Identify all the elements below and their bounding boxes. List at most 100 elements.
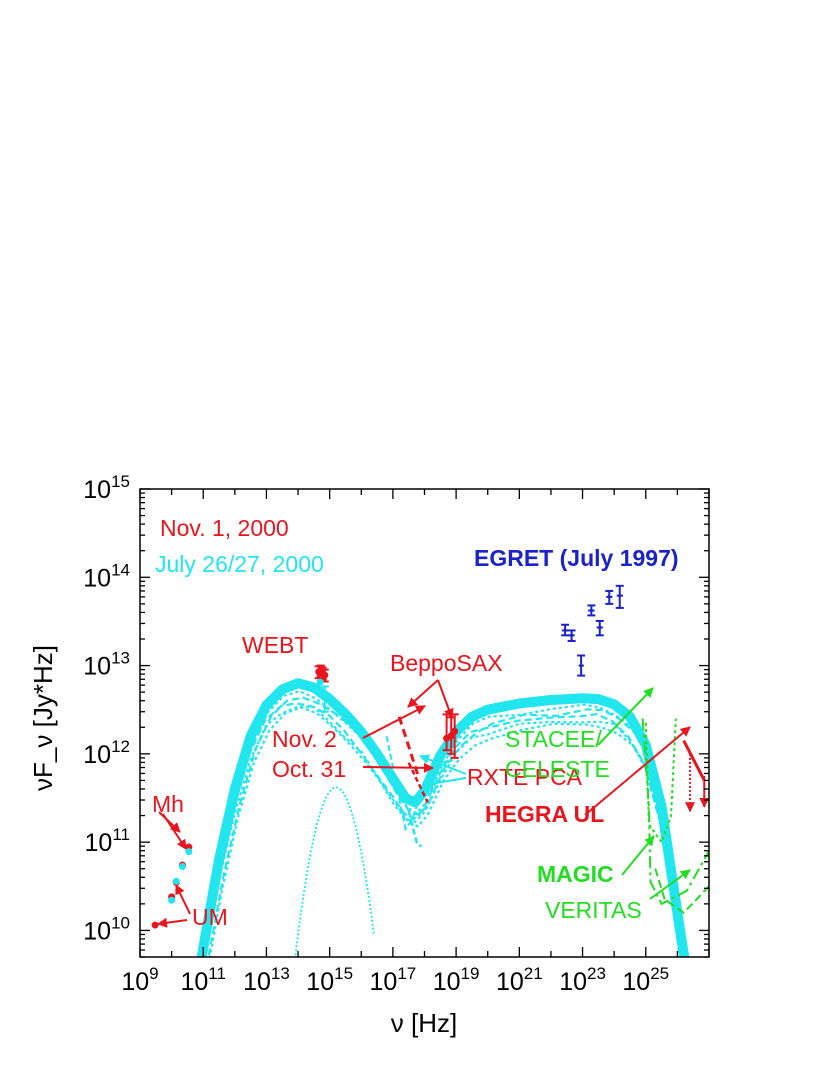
annotation-arrow xyxy=(597,687,654,746)
y-tick-exponent: 15 xyxy=(111,472,130,491)
point-marker xyxy=(168,896,176,904)
rxte-july-segment xyxy=(407,810,423,848)
annotation-arrow xyxy=(423,777,467,789)
x-tick-label: 1023 xyxy=(559,964,606,996)
point-marker xyxy=(185,848,193,856)
y-tick-label: 1015 xyxy=(83,472,130,504)
x-tick-exponent: 9 xyxy=(149,964,158,983)
data-point xyxy=(316,678,324,686)
label-nov2: Nov. 2 xyxy=(272,726,337,752)
label-oct31: Oct. 31 xyxy=(272,756,346,782)
x-tick-exponent: 19 xyxy=(461,964,480,983)
data-point xyxy=(561,623,570,637)
legend-nov1: Nov. 1, 2000 xyxy=(160,515,289,541)
point-marker xyxy=(589,609,593,613)
data-point xyxy=(168,896,176,904)
y-tick-exponent: 12 xyxy=(111,737,130,756)
y-tick-base: 10 xyxy=(83,476,111,504)
x-tick-label: 1019 xyxy=(433,964,480,996)
x-tick-exponent: 25 xyxy=(650,964,669,983)
annotation-arrow xyxy=(175,884,191,915)
annotation-arrow xyxy=(621,835,655,876)
point-marker xyxy=(151,921,159,929)
label-rxte: RXTE PCA xyxy=(467,764,583,790)
data-point xyxy=(178,862,186,870)
x-tick-exponent: 15 xyxy=(334,964,353,983)
x-tick-label: 109 xyxy=(121,964,158,996)
label-hegra: HEGRA UL xyxy=(485,801,604,827)
data-point xyxy=(320,685,329,713)
y-tick-exponent: 11 xyxy=(112,825,130,844)
y-tick-exponent: 14 xyxy=(111,560,130,579)
label-stacee-1: STACEE/ xyxy=(505,726,602,752)
point-marker xyxy=(563,628,567,632)
data-point xyxy=(587,604,596,617)
label-magic: MAGIC xyxy=(537,861,614,887)
veritas-curve xyxy=(654,868,709,915)
annotation-arrow xyxy=(407,679,439,708)
point-marker xyxy=(570,633,574,637)
y-tick-exponent: 13 xyxy=(111,649,130,668)
magic-curve xyxy=(641,718,709,906)
x-tick-exponent: 23 xyxy=(587,964,606,983)
data-point xyxy=(577,654,586,677)
label-beppo: BeppoSAX xyxy=(390,650,503,676)
annotation-arrow xyxy=(158,811,181,833)
annotation-arrow xyxy=(437,679,454,719)
point-marker xyxy=(316,678,324,686)
y-tick-label: 1010 xyxy=(83,913,130,945)
point-marker xyxy=(618,594,622,598)
label-webt: WEBT xyxy=(242,632,308,658)
annotation-arrow xyxy=(649,869,691,900)
data-points xyxy=(151,584,624,929)
model-curve-dip xyxy=(385,736,423,832)
x-tick-exponent: 17 xyxy=(397,964,416,983)
legend-july: July 26/27, 2000 xyxy=(155,551,324,577)
point-marker xyxy=(451,727,459,735)
annotation-arrow xyxy=(162,813,187,850)
label-mh: Mh xyxy=(152,791,184,817)
point-marker xyxy=(321,671,329,679)
point-marker xyxy=(178,862,186,870)
annotation-arrow xyxy=(419,754,467,775)
data-point xyxy=(450,713,459,759)
data-point xyxy=(172,877,180,885)
x-tick-label: 1013 xyxy=(243,964,290,996)
y-tick-label: 1013 xyxy=(83,649,130,681)
label-stacee-2: CELESTE xyxy=(505,756,610,782)
x-tick-exponent: 21 xyxy=(524,964,543,983)
annotation-arrows xyxy=(157,679,691,928)
point-marker xyxy=(598,625,602,629)
point-marker xyxy=(607,595,611,599)
label-egret: EGRET (July 1997) xyxy=(474,545,679,571)
x-tick-label: 1021 xyxy=(496,964,543,996)
data-point xyxy=(567,629,576,642)
model-curve-variant xyxy=(208,706,685,957)
x-tick-label: 1011 xyxy=(180,964,225,996)
y-tick-label: 1012 xyxy=(83,737,130,769)
y-tick-base: 10 xyxy=(83,653,111,681)
hegra-ul-line xyxy=(682,739,706,782)
bepposax-segment xyxy=(407,762,429,803)
annotation-arrow xyxy=(362,705,426,739)
y-axis-label: νF_ν [Jy*Hz] xyxy=(28,645,58,791)
data-point xyxy=(185,848,193,856)
x-tick-exponent: 11 xyxy=(208,964,226,983)
x-tick-label: 1017 xyxy=(370,964,417,996)
y-tick-base: 10 xyxy=(85,829,113,857)
x-tick-label: 1015 xyxy=(306,964,353,996)
model-curve-thermal xyxy=(294,786,375,957)
y-tick-label: 1014 xyxy=(83,560,130,592)
bepposax-segment xyxy=(397,716,420,777)
point-marker xyxy=(172,877,180,885)
y-tick-base: 10 xyxy=(83,564,111,592)
point-marker xyxy=(579,664,583,668)
data-point xyxy=(605,589,614,605)
annotation-arrow xyxy=(584,726,691,816)
data-point xyxy=(595,619,604,637)
x-axis-label: ν [Hz] xyxy=(391,1008,457,1038)
annotation-arrow xyxy=(157,917,188,928)
y-tick-label: 1011 xyxy=(85,825,130,857)
label-veritas: VERITAS xyxy=(545,897,642,923)
